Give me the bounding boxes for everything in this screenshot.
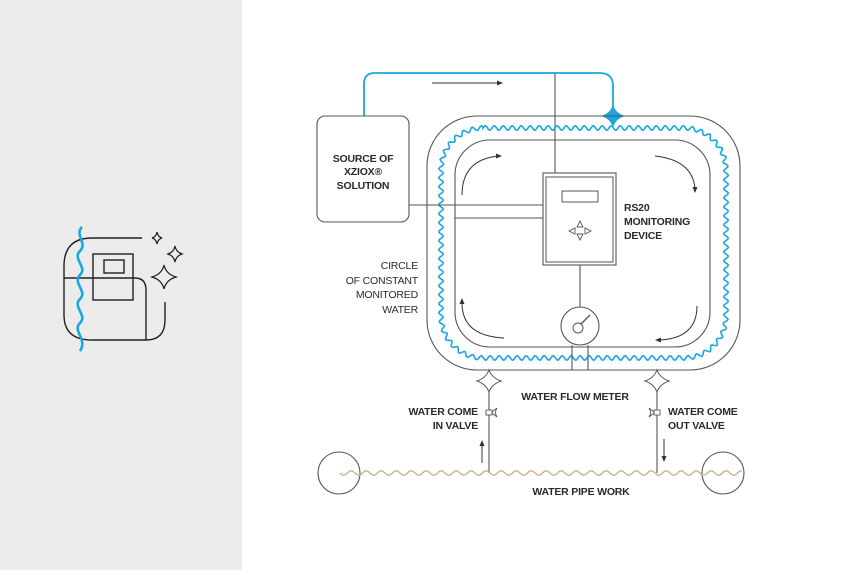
source-label-1: SOURCE OF — [333, 153, 394, 165]
up-flow-arrow-icon — [479, 440, 485, 446]
inner-loop — [454, 139, 711, 348]
pipe-end-right — [701, 451, 745, 495]
valve-out-label-1: WATER COME — [668, 406, 738, 418]
flow-arrow-icon — [459, 298, 465, 304]
left-arrow-icon — [567, 227, 576, 235]
valve-in-label-1: WATER COME — [408, 406, 478, 418]
flow-arrow-icon — [655, 337, 661, 343]
circle-label-3: MONITORED — [356, 289, 419, 301]
rs20-device — [542, 172, 617, 266]
left-panel — [0, 0, 242, 570]
outer-loop — [426, 115, 741, 371]
water-monitoring-icon — [50, 220, 200, 360]
flow-meter-label: WATER FLOW METER — [521, 391, 629, 403]
system-diagram: SOURCE OF XZIOX® SOLUTION RS20 MONITORIN… — [242, 0, 856, 570]
valve-out-label-2: OUT VALVE — [668, 420, 725, 432]
supply-line — [363, 72, 614, 116]
device-label-2: MONITORING — [624, 216, 690, 228]
source-label-2: XZIOX® — [344, 166, 383, 178]
down-arrow-icon — [576, 233, 584, 242]
flow-arrow-icon — [496, 153, 502, 159]
junction-out-icon — [643, 368, 671, 394]
pipe-end-left — [317, 451, 361, 495]
inlet-valve-icon — [485, 407, 498, 418]
device-label-1: RS20 — [624, 202, 650, 214]
down-flow-arrow-icon — [661, 456, 667, 462]
flow-arrow-icon — [692, 187, 698, 193]
flow-arrow-icon — [497, 80, 503, 86]
right-arrow-icon — [584, 227, 593, 235]
circle-label-1: CIRCLE — [381, 260, 419, 272]
junction-in-icon — [475, 368, 503, 394]
device-label-3: DEVICE — [624, 230, 662, 242]
pipe-work-label: WATER PIPE WORK — [532, 486, 630, 498]
source-box — [316, 115, 410, 223]
valve-in-label-2: IN VALVE — [433, 420, 478, 432]
flow-meter-gauge-icon — [560, 306, 600, 346]
water-pipe — [339, 470, 743, 476]
circle-label-2: OF CONSTANT — [346, 275, 419, 287]
source-label-3: SOLUTION — [337, 180, 390, 192]
up-arrow-icon — [576, 219, 584, 228]
device-screen — [561, 190, 599, 203]
circle-label-4: WATER — [382, 304, 418, 316]
water-circle — [437, 124, 730, 361]
outlet-valve-icon — [648, 407, 661, 418]
